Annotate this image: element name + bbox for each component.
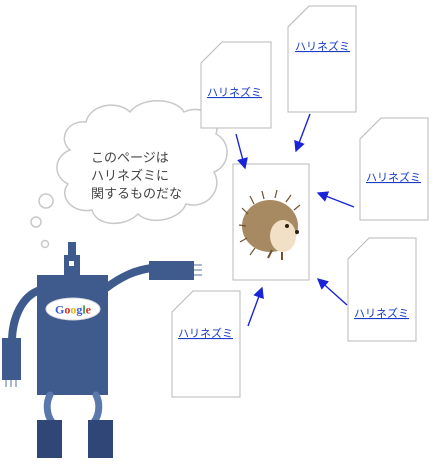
document-1-page [200, 41, 272, 129]
hedgehog-page [232, 163, 310, 281]
robot-torso [37, 275, 108, 395]
robot-eye [69, 261, 74, 266]
hedgehog-belly [270, 220, 296, 252]
thought-line-3: 関するものだな [91, 186, 182, 201]
robot-right-hand [149, 261, 194, 280]
thought-dot-small [40, 239, 50, 249]
link-arrows [235, 113, 355, 327]
document-4: ハリネズミ [347, 237, 417, 342]
google-logo: Google [55, 303, 92, 317]
document-2-page [287, 5, 357, 113]
robot-left-fingers [5, 380, 17, 387]
document-4-link[interactable]: ハリネズミ [354, 306, 409, 320]
hedgehog-illustration [238, 189, 301, 260]
arrow-from-document-5 [247, 286, 264, 327]
document-1: ハリネズミ [200, 41, 272, 129]
robot-left-arm [8, 286, 44, 346]
thought-line-2: ハリネズミに [91, 168, 169, 183]
arrow-from-document-2 [294, 113, 311, 153]
thought-bubble: このページは ハリネズミに 関するものだな [30, 100, 228, 249]
hedgehog-feet [267, 249, 283, 260]
document-5: ハリネズミ [171, 290, 241, 398]
robot-right-leg [90, 391, 103, 426]
robot-right-fingers [194, 264, 202, 276]
robot-right-arm [102, 264, 156, 292]
document-2-link[interactable]: ハリネズミ [295, 39, 350, 53]
hedgehog-nose [295, 230, 299, 234]
document-3: ハリネズミ [359, 117, 429, 221]
document-1-link[interactable]: ハリネズミ [207, 85, 262, 99]
document-2: ハリネズミ [287, 5, 357, 113]
thought-dot-medium [30, 216, 42, 228]
hedgehog-quills [238, 189, 301, 256]
robot-antenna [68, 242, 76, 256]
document-5-page [171, 290, 241, 398]
robot-right-foot [88, 420, 113, 458]
robot-left-leg [43, 391, 56, 426]
hedgehog-eye [285, 224, 289, 228]
arrow-from-document-3 [316, 191, 355, 208]
document-5-link[interactable]: ハリネズミ [178, 326, 233, 340]
thought-dot-large [38, 193, 54, 209]
arrow-from-document-1 [235, 133, 248, 170]
thought-cloud [56, 100, 228, 225]
google-logo-badge [45, 297, 101, 321]
arrow-from-document-4 [316, 278, 348, 306]
robot-left-foot [37, 420, 62, 458]
document-3-page [359, 117, 429, 221]
thought-line-1: このページは [91, 150, 169, 165]
googlebot-robot: Google [2, 242, 202, 458]
document-3-link[interactable]: ハリネズミ [366, 170, 421, 184]
robot-left-hand [2, 338, 21, 380]
document-4-page [347, 237, 417, 342]
